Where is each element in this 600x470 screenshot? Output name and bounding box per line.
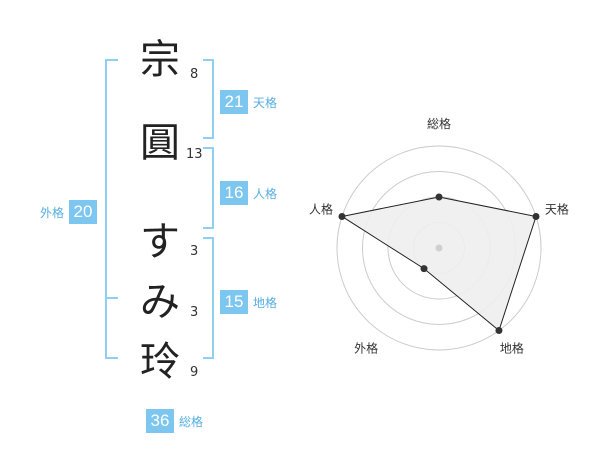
jinkaku-bracket (203, 147, 214, 229)
radar-point (435, 193, 443, 201)
soukaku-badge: 36 総格 (146, 409, 203, 433)
tenkaku-badge: 21 天格 (220, 90, 277, 114)
stroke-count-5: 9 (190, 365, 199, 380)
radar-axis-label: 外格 (354, 340, 378, 355)
stroke-count-4: 3 (190, 305, 199, 320)
radar-points (338, 193, 540, 335)
name-char-4: み (140, 279, 180, 325)
gaikaku-bracket (105, 59, 118, 359)
radar-axis-label: 地格 (500, 340, 524, 355)
gaikaku-badge: 外格 20 (40, 200, 98, 224)
radar-ring (336, 145, 542, 351)
radar-point (420, 265, 428, 273)
tenkaku-label: 天格 (253, 95, 278, 110)
name-char-2: 圓 (140, 120, 180, 166)
soukaku-label: 総格 (179, 414, 204, 429)
chikaku-label: 地格 (253, 295, 278, 310)
gaikaku-value: 20 (69, 200, 98, 224)
chikaku-bracket (203, 237, 214, 359)
tenkaku-bracket (203, 59, 214, 139)
jinkaku-badge: 16 人格 (220, 181, 277, 205)
stroke-count-2: 13 (186, 147, 203, 162)
radar-center-dot (435, 244, 443, 252)
soukaku-value: 36 (146, 409, 174, 433)
name-char-5: 玲 (140, 339, 180, 385)
jinkaku-label: 人格 (253, 186, 278, 201)
radar-point (495, 327, 503, 335)
radar-axis-label: 総格 (427, 116, 451, 131)
name-char-3: す (140, 219, 180, 265)
name-char-1: 宗 (140, 37, 180, 83)
stroke-count-3: 3 (190, 244, 199, 259)
stroke-count-1: 8 (190, 67, 199, 82)
jinkaku-value: 16 (220, 181, 248, 205)
radar-area (340, 196, 537, 332)
chikaku-badge: 15 地格 (220, 290, 277, 314)
tenkaku-value: 21 (220, 90, 248, 114)
chikaku-value: 15 (220, 290, 248, 314)
radar-axis-label: 天格 (545, 202, 569, 217)
radar-point (532, 212, 540, 220)
radar-axis-label: 人格 (309, 202, 333, 217)
radar-point (338, 212, 346, 220)
gaikaku-label: 外格 (40, 205, 65, 220)
